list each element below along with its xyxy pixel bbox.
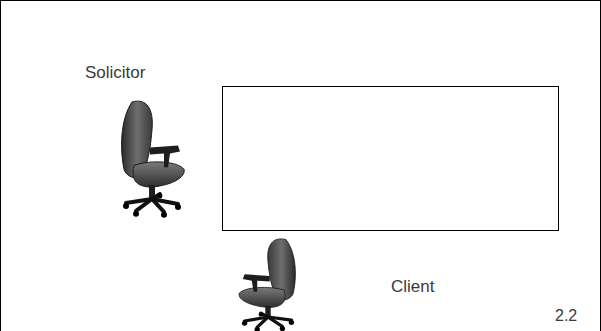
office-chair xyxy=(239,239,295,331)
person-label: Client xyxy=(391,278,434,295)
office-chair xyxy=(122,101,185,218)
table-outline xyxy=(223,87,559,231)
person-label: Solicitor xyxy=(85,64,145,81)
figure-number: 2.2 xyxy=(555,308,577,324)
